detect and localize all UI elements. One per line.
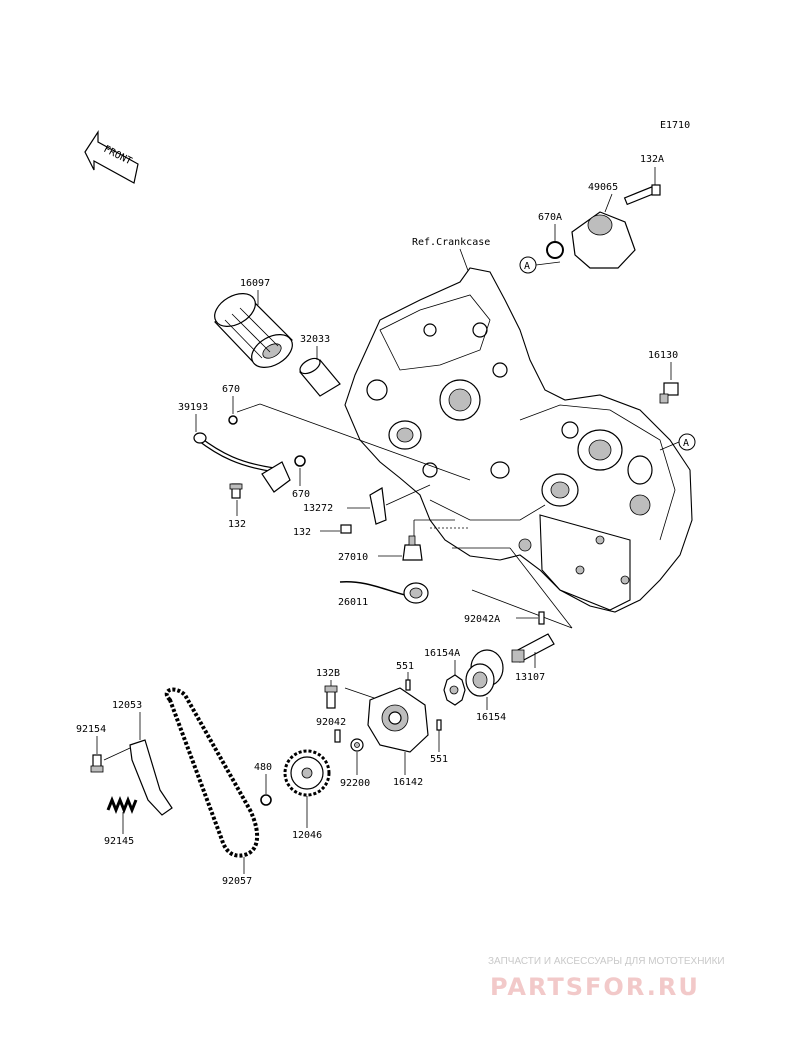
part-label-670-lower: 670 — [292, 489, 310, 500]
oil-pipe-39193 — [193, 432, 291, 493]
part-label-92057: 92057 — [222, 876, 252, 887]
part-label-26011: 26011 — [338, 597, 368, 608]
part-label-27010: 27010 — [338, 552, 368, 563]
lead-26011 — [339, 581, 429, 604]
bolt-92154 — [90, 754, 104, 773]
sprocket-12046 — [283, 749, 331, 797]
part-label-16154A: 16154A — [424, 648, 460, 659]
part-label-132B: 132B — [316, 668, 340, 679]
part-label-132-left: 132 — [228, 519, 246, 530]
pump-body-16142 — [367, 687, 429, 753]
guide-12053 — [129, 739, 173, 816]
circlip-480 — [260, 794, 272, 806]
callout-a-right: A — [659, 433, 696, 451]
plate-13272 — [369, 487, 387, 525]
part-label-132A: 132A — [640, 154, 664, 165]
switch-16130 — [659, 382, 679, 404]
part-label-92042A: 92042A — [464, 614, 500, 625]
bolt-132-left — [229, 483, 243, 499]
part-label-32033: 32033 — [300, 334, 330, 345]
oring-670-upper — [228, 415, 238, 425]
pipe-32033 — [299, 357, 341, 397]
watermark-tagline: ЗАПЧАСТИ И АКСЕССУАРЫ ДЛЯ МОТОТЕХНИКИ — [488, 956, 725, 967]
svg-text:A: A — [683, 438, 689, 449]
inner-rotor-16154A — [443, 674, 466, 706]
pin-92042A — [538, 611, 545, 625]
part-label-551-lower: 551 — [430, 754, 448, 765]
svg-text:A: A — [524, 261, 530, 272]
part-label-92154: 92154 — [76, 724, 106, 735]
part-label-13107: 13107 — [515, 672, 545, 683]
crankcase-outline — [344, 267, 693, 613]
bolt-132B — [324, 685, 338, 709]
part-label-16097: 16097 — [240, 278, 270, 289]
crankcase-reference: Ref.Crankcase — [412, 237, 490, 248]
front-arrow-icon: FRONT — [84, 129, 139, 184]
callout-a-top: A — [519, 256, 561, 274]
cover-49065 — [546, 184, 661, 269]
watermark-logo: PARTSFOR.RU — [490, 973, 700, 1001]
bolt-132-mid — [340, 524, 352, 534]
part-label-13272: 13272 — [303, 503, 333, 514]
oil-filter-16097 — [214, 293, 293, 368]
part-label-16142: 16142 — [393, 777, 423, 788]
pin-551-upper — [405, 679, 411, 691]
part-label-92145: 92145 — [104, 836, 134, 847]
part-label-39193: 39193 — [178, 402, 208, 413]
part-label-92200: 92200 — [340, 778, 370, 789]
part-label-670-upper: 670 — [222, 384, 240, 395]
part-label-92042: 92042 — [316, 717, 346, 728]
chain-92057 — [164, 687, 260, 858]
part-label-16130: 16130 — [648, 350, 678, 361]
switch-27010 — [402, 535, 423, 561]
washer-92200 — [350, 738, 364, 752]
shaft-13107 — [511, 633, 555, 663]
rotor-16154 — [465, 649, 504, 697]
diagram-code: E1710 — [660, 120, 690, 131]
part-label-49065: 49065 — [588, 182, 618, 193]
part-label-12046: 12046 — [292, 830, 322, 841]
pin-551-lower — [436, 719, 442, 731]
part-label-16154: 16154 — [476, 712, 506, 723]
part-label-132-mid: 132 — [293, 527, 311, 538]
spring-92145 — [106, 795, 138, 815]
part-label-670A: 670A — [538, 212, 562, 223]
part-label-480: 480 — [254, 762, 272, 773]
part-label-12053: 12053 — [112, 700, 142, 711]
pin-92042 — [334, 729, 341, 743]
oring-670-lower — [294, 455, 306, 467]
part-label-551-upper: 551 — [396, 661, 414, 672]
